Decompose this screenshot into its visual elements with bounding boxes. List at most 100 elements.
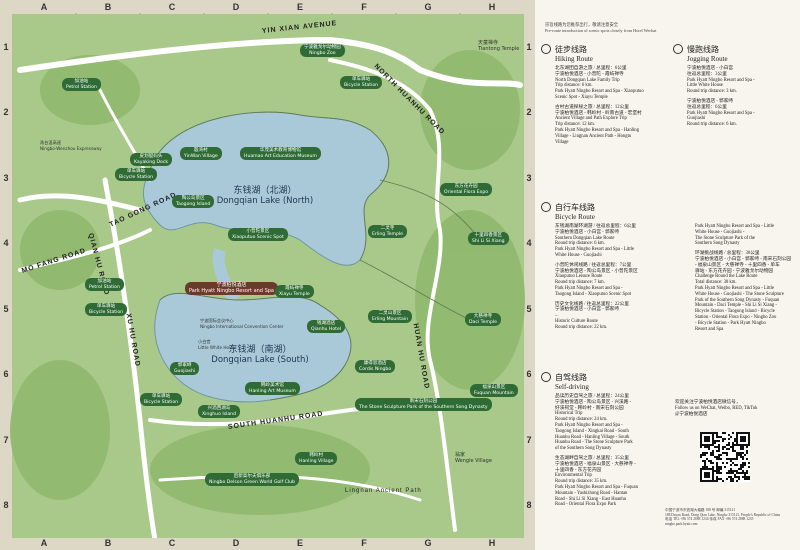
route-item-title: 古村古道探秘之旅 / 总里程：12公里 xyxy=(555,104,629,110)
qr-module xyxy=(720,436,722,438)
qr-module xyxy=(734,458,736,460)
qr-code[interactable] xyxy=(700,432,750,482)
qr-module xyxy=(726,452,728,454)
qr-module xyxy=(708,446,710,448)
qr-module xyxy=(706,452,708,454)
qr-module xyxy=(718,458,720,460)
qr-module xyxy=(706,458,708,460)
qr-module xyxy=(704,462,706,464)
jogging-section: 慢跑线路 Jogging Route 宁波柏悦酒店 - 小白宫往返总里程：3公里… xyxy=(673,44,795,132)
qr-module xyxy=(736,480,738,482)
qr-module xyxy=(738,468,740,470)
jogging-icon xyxy=(673,44,683,54)
qr-module xyxy=(746,478,748,480)
route-item-line: Round trip distance: 24 km. xyxy=(555,417,608,423)
qr-module xyxy=(738,454,740,456)
route-item-line: Challenge Round the Lake Route xyxy=(695,274,758,280)
qr-module xyxy=(748,466,750,468)
route-item-line: Xiaoputuo Leisure Route xyxy=(555,274,603,280)
route-item-line: Historical Trip xyxy=(555,411,583,417)
qr-module xyxy=(726,472,728,474)
route-item-line: 宁波柏悦酒店 - 小白宫 - 郭家峙 xyxy=(555,307,620,313)
qr-module xyxy=(736,472,738,474)
qr-module xyxy=(740,456,742,458)
qr-module xyxy=(704,454,706,456)
qr-module xyxy=(720,468,722,470)
qr-module xyxy=(716,462,718,464)
row-label-left: 5 xyxy=(3,303,9,314)
qr-module xyxy=(718,450,720,452)
qr-module xyxy=(716,464,718,466)
route-item: 品读历史自驾之旅 / 总里程：24公里宁波柏悦酒店 - 陶公岛景区 - 兴溪路 … xyxy=(555,394,673,452)
qr-module xyxy=(732,480,734,482)
qr-module xyxy=(740,466,742,468)
route-item-line: 宁波柏悦酒店 - 小白宫 - 郭家峙 xyxy=(555,229,620,235)
qr-module xyxy=(704,452,706,454)
qr-module xyxy=(742,462,744,464)
route-item-line: Environmental Trip xyxy=(555,473,592,479)
route-item-title: 品读历史自驾之旅 / 总里程：24公里 xyxy=(555,394,629,399)
row-label-left: 1 xyxy=(3,41,9,52)
qr-module xyxy=(716,436,718,438)
qr-module xyxy=(746,470,748,472)
row-label-right: 6 xyxy=(526,369,532,380)
qr-module xyxy=(722,432,724,434)
column-label-top: D xyxy=(232,2,240,12)
qr-module xyxy=(746,476,748,478)
qr-module xyxy=(726,462,728,464)
route-item-line: Huanhu Road - The Stone Sculpture Park xyxy=(555,440,633,446)
qr-module xyxy=(728,438,730,440)
route-item-line: Bicycle Station - Taogong Island - Bicyc… xyxy=(695,309,775,315)
bicycle-section: 自行车线路 Bicycle Route 东钱湖南湖环湖游 / 往返总里程：6公里… xyxy=(541,202,793,335)
driving-title-cn: 自驾线路 xyxy=(555,373,587,382)
map-canvas[interactable] xyxy=(0,0,535,550)
qr-module xyxy=(722,462,724,464)
qr-module xyxy=(726,454,728,456)
qr-module xyxy=(744,462,746,464)
lake-north-cn: 东钱湖（北湖） xyxy=(233,186,297,196)
qr-module xyxy=(712,466,714,468)
route-item-line: Village xyxy=(555,139,569,145)
jogging-title-en: Jogging Route xyxy=(687,55,728,63)
text-line: 188 Dayan Road, Dong Qian Lake, Ningbo 3… xyxy=(665,512,781,517)
route-item-line: Historic Culture Route xyxy=(555,318,598,324)
qr-module xyxy=(730,468,732,470)
qr-module xyxy=(716,478,718,480)
qr-module xyxy=(720,458,722,460)
qr-module xyxy=(728,442,730,444)
qr-module xyxy=(740,436,746,442)
route-item-line: Round trip distance: 6 km. xyxy=(687,122,737,128)
column-label-top: F xyxy=(361,2,367,12)
route-item-line: Park Hyatt Ningbo Resort and Spa - Littl… xyxy=(695,285,775,291)
